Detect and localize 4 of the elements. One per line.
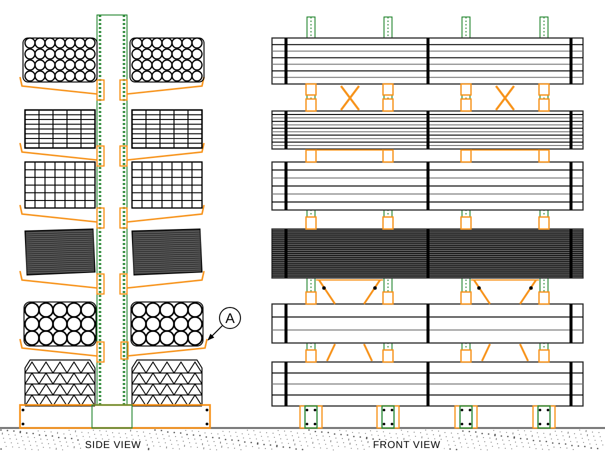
view-label: SIDE VIEW — [82, 440, 144, 452]
callout-letter: A — [219, 307, 241, 329]
cantilever-arm — [120, 336, 210, 360]
leader-line — [208, 325, 223, 340]
